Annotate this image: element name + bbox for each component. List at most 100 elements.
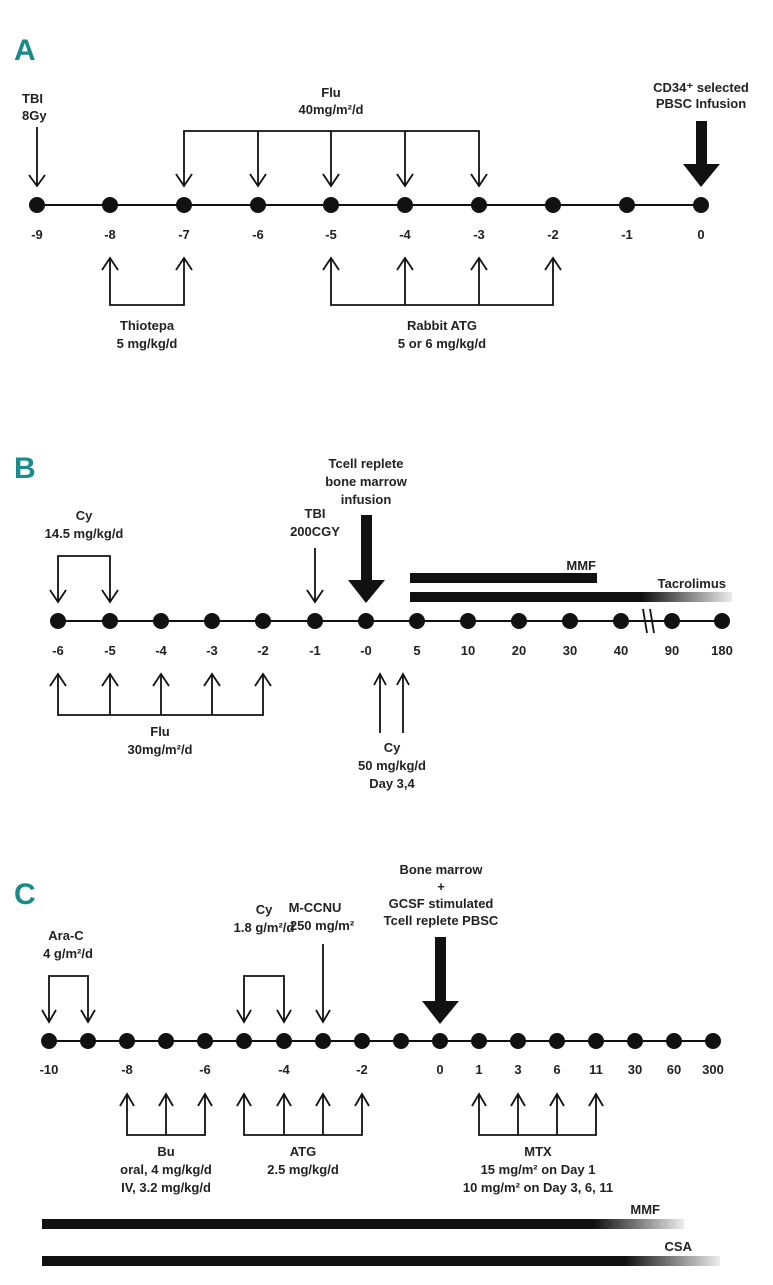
infusion-arrowhead — [422, 1001, 459, 1024]
cy-label: Cy — [256, 902, 273, 917]
atg-label: Rabbit ATG — [407, 318, 477, 333]
day-dot — [545, 197, 561, 213]
day-label: -1 — [621, 227, 633, 242]
panel-a-flu: Flu 40mg/m²/d — [175, 85, 488, 188]
day-label: 5 — [413, 643, 420, 658]
flu-dose: 30mg/m²/d — [127, 742, 192, 757]
tbi-dose: 200CGY — [290, 524, 340, 539]
flu-arrowheads — [175, 173, 488, 188]
day-label: -1 — [309, 643, 321, 658]
tbi-label: TBI — [305, 506, 326, 521]
atg-bracket — [330, 259, 554, 306]
tbi-arrowhead — [28, 174, 46, 188]
day-label: -5 — [104, 643, 116, 658]
cy-days: Day 3,4 — [369, 776, 415, 791]
panel-b-infusion: Tcell replete bone marrow infusion — [325, 456, 408, 603]
mccnu-dose: 250 mg/m² — [290, 918, 355, 933]
cy-arrowheads — [373, 672, 410, 686]
day-label: -9 — [31, 227, 43, 242]
day-label: -2 — [547, 227, 559, 242]
panel-c-arac: Ara-C 4 g/m²/d — [41, 928, 96, 1024]
flu-label: Flu — [321, 85, 341, 100]
day-label: -7 — [178, 227, 190, 242]
day-dot — [102, 197, 118, 213]
day-label: 10 — [461, 643, 475, 658]
panel-c-csa: CSA — [42, 1239, 720, 1266]
panel-a-thiotepa: Thiotepa 5 mg/kg/d — [101, 256, 193, 351]
flu-arrowheads — [49, 672, 272, 687]
atg-bracket — [243, 1095, 363, 1136]
day-label: -4 — [399, 227, 411, 242]
day-label: 180 — [711, 643, 733, 658]
panel-b-cy-bottom: Cy 50 mg/kg/d Day 3,4 — [358, 672, 426, 791]
day-label: -6 — [199, 1062, 211, 1077]
thiotepa-arrowheads — [101, 256, 193, 271]
tbi-label: TBI — [22, 91, 43, 106]
day-label: 30 — [628, 1062, 642, 1077]
day-label: -8 — [104, 227, 116, 242]
arac-bracket — [48, 975, 89, 1021]
csa-label: CSA — [665, 1239, 693, 1254]
panel-c-mtx: MTX 15 mg/m² on Day 1 10 mg/m² on Day 3,… — [463, 1092, 613, 1195]
cy-dose: 14.5 mg/kg/d — [45, 526, 124, 541]
day-dot — [250, 197, 266, 213]
infusion-arrow-shaft — [361, 515, 372, 582]
day-label: 90 — [665, 643, 679, 658]
day-label: 0 — [436, 1062, 443, 1077]
mtx-day1-dose: 15 mg/m² on Day 1 — [481, 1162, 596, 1177]
atg-label: ATG — [290, 1144, 316, 1159]
cy-bracket — [57, 555, 111, 601]
day-label: -4 — [155, 643, 167, 658]
panel-b: B -6 -5 -4 -3 -2 -1 -0 — [14, 452, 733, 791]
infusion-label-1: CD34⁺ selected — [653, 80, 749, 95]
panel-a-day-dots — [29, 197, 709, 213]
panel-a-tbi: TBI 8Gy — [22, 91, 47, 188]
panel-b-flu: Flu 30mg/m²/d — [49, 672, 272, 757]
cy-arrowheads — [49, 589, 119, 604]
flu-label: Flu — [150, 724, 170, 739]
flu-dose: 40mg/m²/d — [298, 102, 363, 117]
panel-c-day-dots — [41, 1033, 721, 1049]
thiotepa-dose: 5 mg/kg/d — [117, 336, 178, 351]
axis-break — [642, 608, 648, 634]
mmf-bar — [410, 573, 597, 583]
panel-b-mmf: MMF — [410, 558, 597, 583]
infusion-label-1: Tcell replete — [329, 456, 404, 471]
day-label: 3 — [514, 1062, 521, 1077]
panel-c-infusion: Bone marrow + GCSF stimulated Tcell repl… — [384, 862, 499, 1024]
panel-c-letter: C — [14, 878, 36, 911]
day-label: -0 — [360, 643, 372, 658]
day-label: 60 — [667, 1062, 681, 1077]
bu-label: Bu — [157, 1144, 174, 1159]
panel-b-tacrolimus: Tacrolimus — [410, 576, 732, 602]
csa-bar — [42, 1256, 720, 1266]
day-dot — [323, 197, 339, 213]
tacrolimus-label: Tacrolimus — [658, 576, 726, 591]
panel-b-letter: B — [14, 452, 36, 485]
atg-dose: 2.5 mg/kg/d — [267, 1162, 339, 1177]
day-label: -2 — [356, 1062, 368, 1077]
day-label: -2 — [257, 643, 269, 658]
day-label: 6 — [553, 1062, 560, 1077]
day-dot — [29, 197, 45, 213]
infusion-label-3: GCSF stimulated — [389, 896, 494, 911]
arac-label: Ara-C — [48, 928, 84, 943]
panel-c-day-labels: -10 -8 -6 -4 -2 0 1 3 6 11 30 60 300 — [40, 1062, 724, 1077]
day-label: -3 — [473, 227, 485, 242]
cy-dose: 50 mg/kg/d — [358, 758, 426, 773]
infusion-label-2: bone marrow — [325, 474, 408, 489]
day-label: 0 — [697, 227, 704, 242]
mmf-label: MMF — [566, 558, 596, 573]
day-label: 40 — [614, 643, 628, 658]
panel-c-cy: Cy 1.8 g/m²/d — [234, 902, 294, 1024]
day-dot — [471, 197, 487, 213]
panel-b-day-labels: -6 -5 -4 -3 -2 -1 -0 5 10 20 30 40 90 18… — [52, 643, 733, 658]
day-label: 300 — [702, 1062, 724, 1077]
thiotepa-label: Thiotepa — [120, 318, 175, 333]
bu-oral-dose: oral, 4 mg/kg/d — [120, 1162, 212, 1177]
day-label: 11 — [589, 1062, 603, 1077]
panel-c: C -10 -8 -6 -4 -2 — [14, 862, 724, 1266]
panel-a-infusion: CD34⁺ selected PBSC Infusion — [653, 80, 749, 187]
